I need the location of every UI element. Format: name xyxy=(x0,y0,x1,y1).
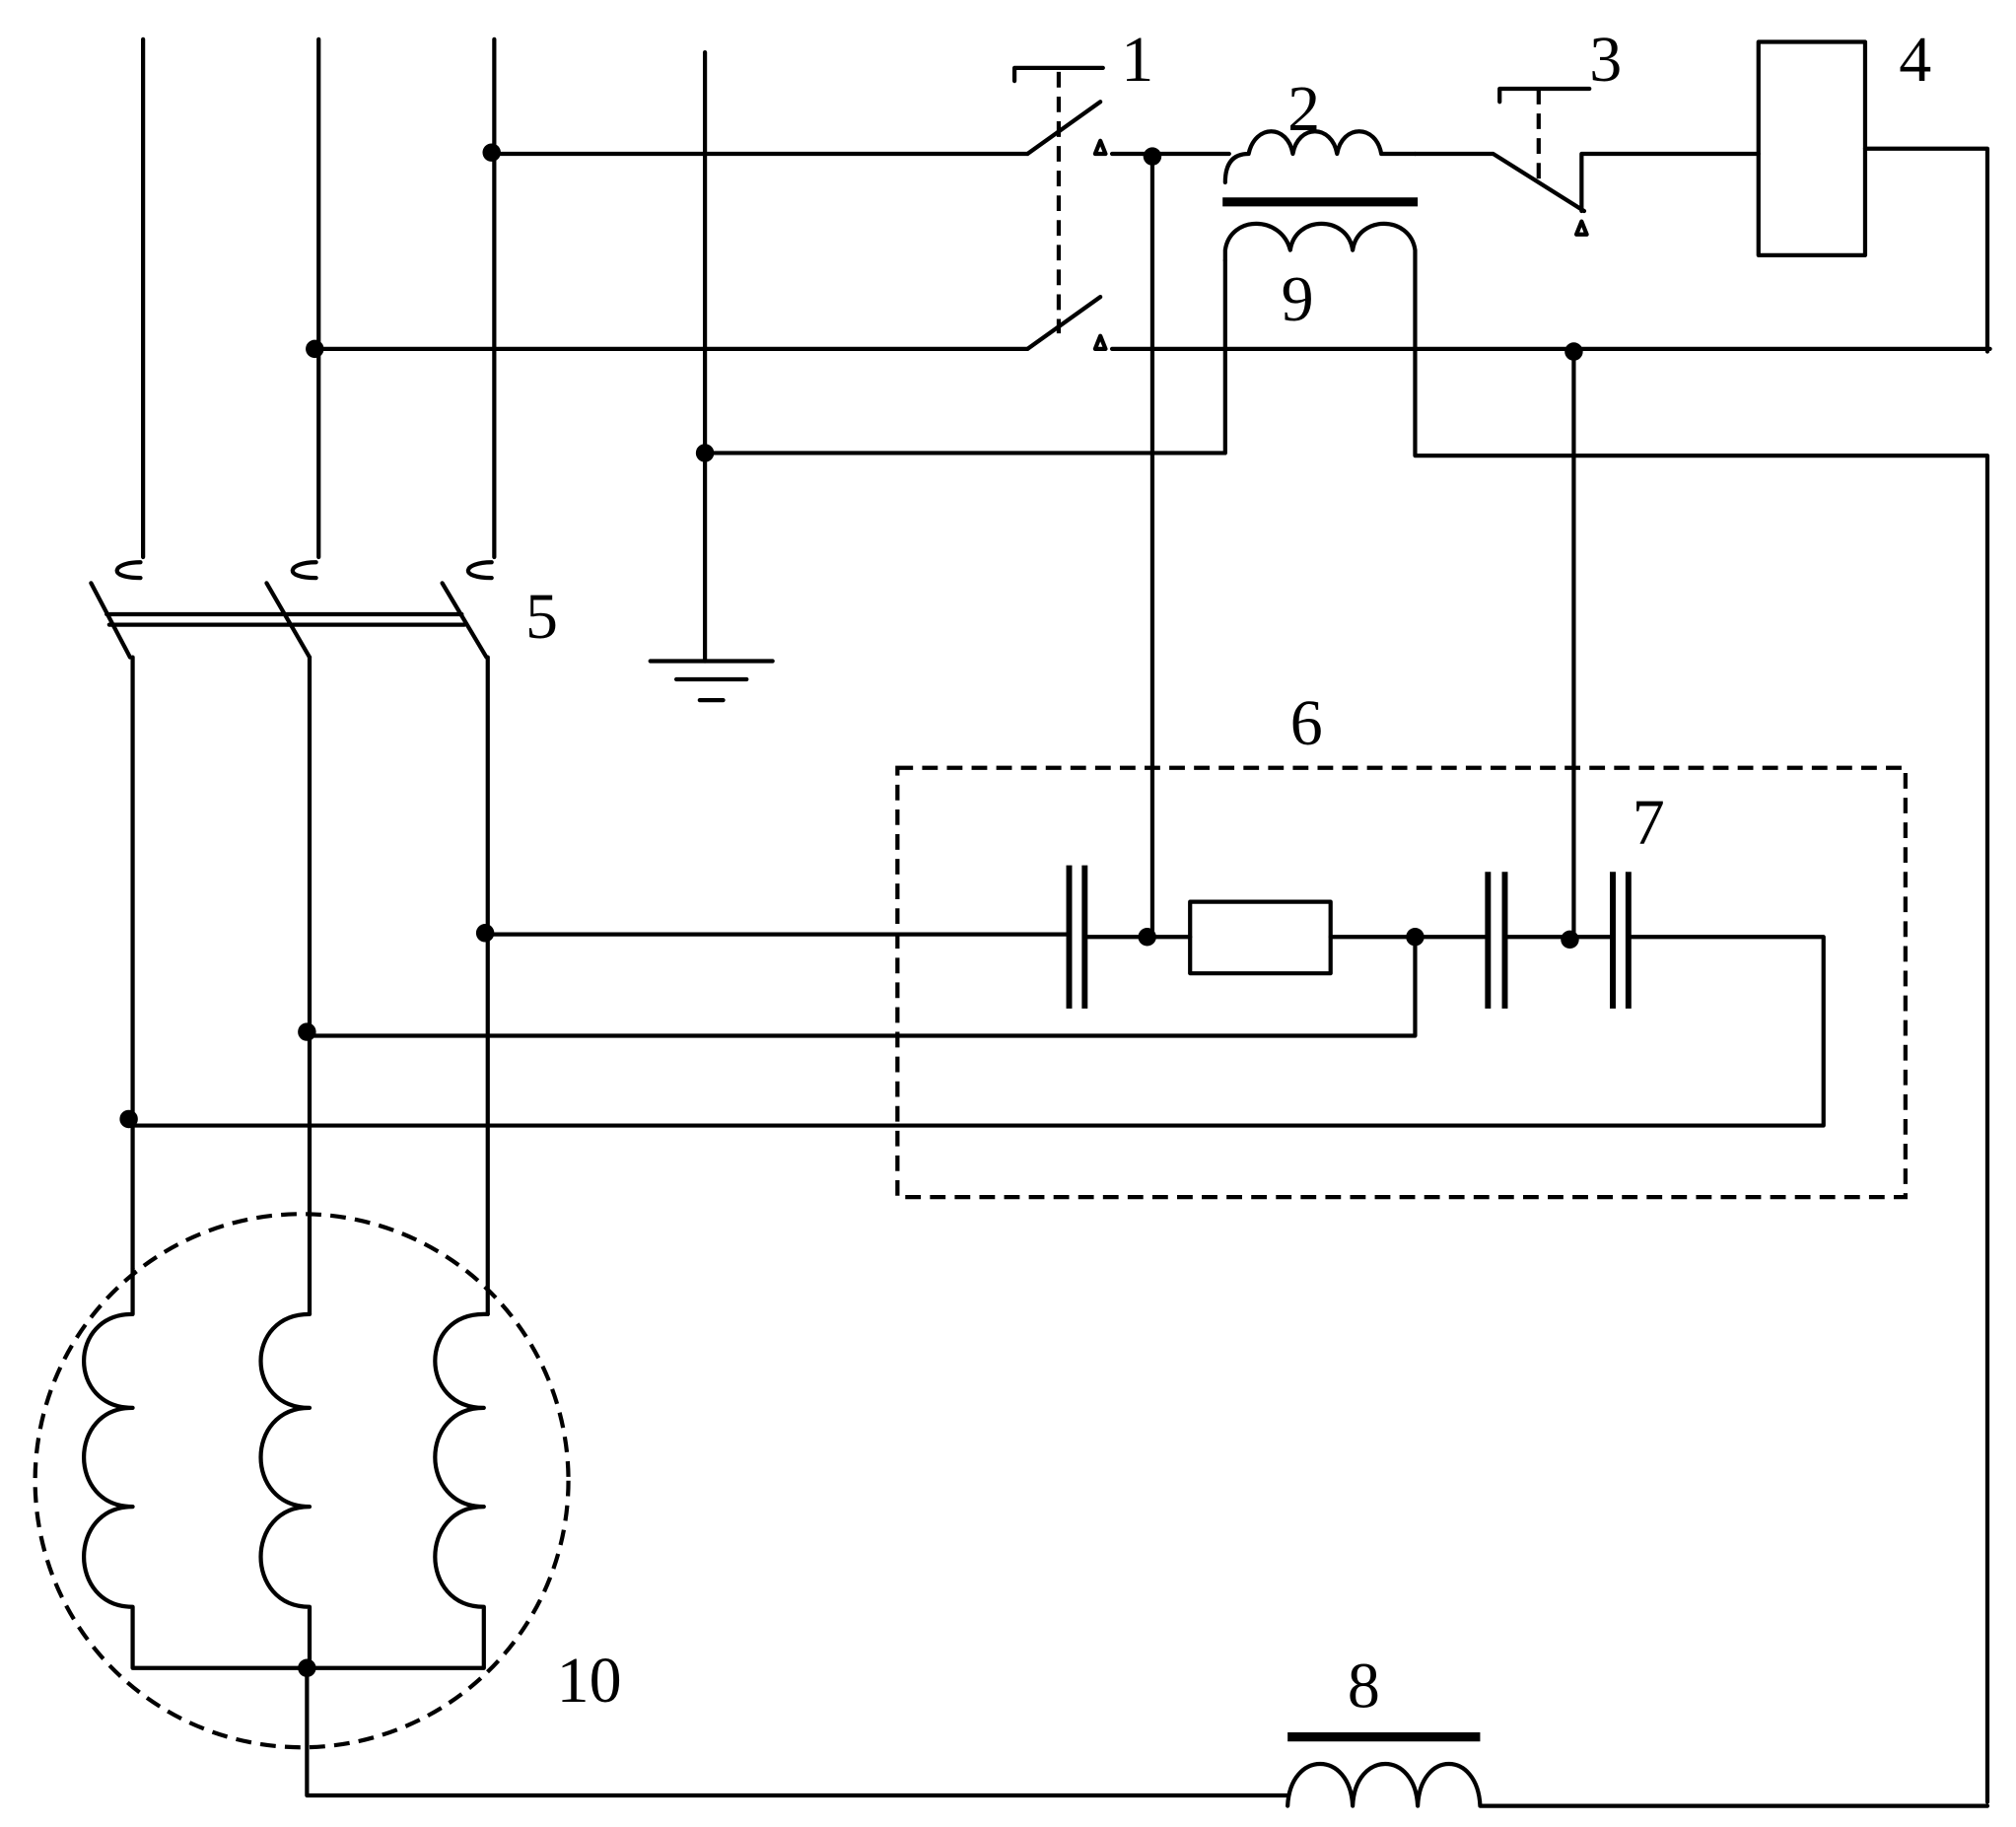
label-6: 6 xyxy=(1290,687,1323,759)
supply-line-b xyxy=(293,39,318,578)
supply-line-a xyxy=(117,39,143,578)
motor-10 xyxy=(35,1214,1288,1795)
label-7: 7 xyxy=(1633,786,1665,858)
junction-dots xyxy=(119,143,1582,1677)
supply-line-c xyxy=(468,39,494,578)
label-4: 4 xyxy=(1899,24,1931,96)
three-pole-switch xyxy=(91,583,486,657)
label-10: 10 xyxy=(557,1645,622,1717)
label-9: 9 xyxy=(1282,263,1314,335)
label-3: 3 xyxy=(1589,24,1622,96)
supply-bus xyxy=(117,39,495,578)
label-2: 2 xyxy=(1287,73,1320,145)
transformer xyxy=(1222,131,1987,1801)
reactor-8 xyxy=(1287,1737,1987,1806)
switch-3 xyxy=(1499,89,1759,235)
label-5: 5 xyxy=(525,581,558,653)
label-8: 8 xyxy=(1348,1650,1380,1722)
label-1: 1 xyxy=(1121,24,1153,96)
device-4-box xyxy=(1759,42,1865,255)
capacitor-7 xyxy=(1613,872,1629,1009)
resistor xyxy=(1190,902,1330,974)
switch-1 xyxy=(1014,68,1990,349)
ground-symbol xyxy=(651,52,1225,700)
